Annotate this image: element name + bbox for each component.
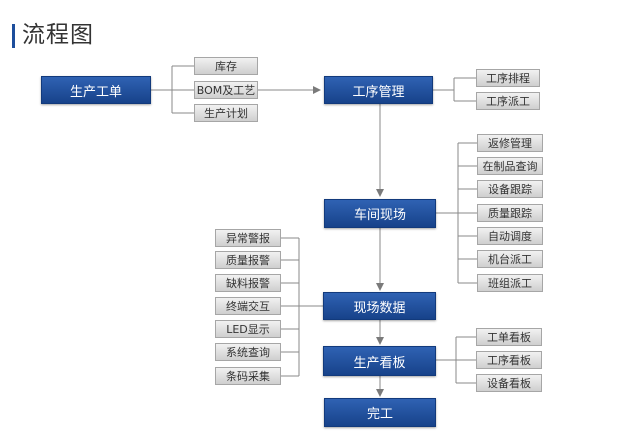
data-item: 异常警报 [215, 229, 281, 247]
node-process-management: 工序管理 [324, 76, 433, 104]
title-accent-bar [12, 24, 15, 48]
board-item: 工单看板 [476, 328, 542, 346]
data-item: 缺料报警 [215, 274, 281, 292]
board-item: 工序看板 [476, 351, 542, 369]
node-workshop-site: 车间现场 [324, 199, 436, 228]
board-item: 设备看板 [476, 374, 542, 392]
input-item: 生产计划 [194, 104, 258, 122]
process-item: 工序排程 [476, 69, 540, 87]
node-production-order: 生产工单 [41, 76, 151, 104]
data-item: LED显示 [215, 320, 281, 338]
node-site-data: 现场数据 [323, 292, 436, 320]
workshop-item: 在制品查询 [477, 157, 543, 175]
input-item: 库存 [194, 57, 258, 75]
workshop-item: 设备跟踪 [477, 180, 543, 198]
data-item: 终端交互 [215, 297, 281, 315]
workshop-item: 自动调度 [477, 227, 543, 245]
data-item: 系统查询 [215, 343, 281, 361]
workshop-item: 班组派工 [477, 274, 543, 292]
workshop-item: 质量跟踪 [477, 204, 543, 222]
node-finish: 完工 [324, 398, 436, 427]
process-item: 工序派工 [476, 92, 540, 110]
data-item: 条码采集 [215, 367, 281, 385]
node-production-board: 生产看板 [323, 346, 436, 376]
page-title: 流程图 [22, 22, 94, 48]
workshop-item: 返修管理 [477, 134, 543, 152]
workshop-item: 机台派工 [477, 250, 543, 268]
data-item: 质量报警 [215, 251, 281, 269]
input-item: BOM及工艺 [194, 81, 258, 99]
